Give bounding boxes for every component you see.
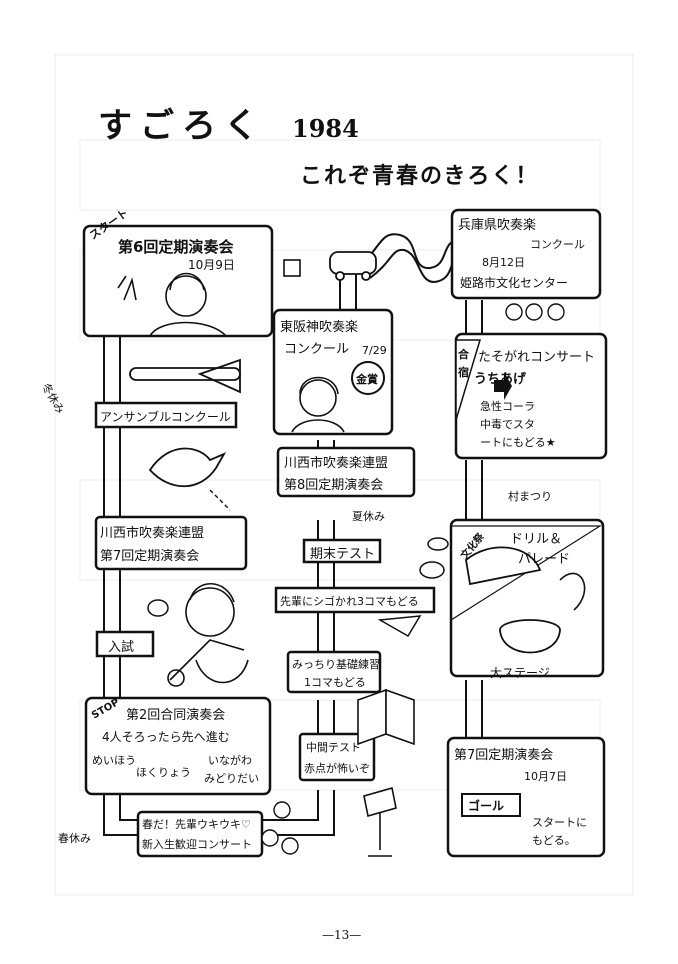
pie-drawing bbox=[377, 615, 422, 638]
timpani-drawing bbox=[499, 619, 561, 654]
concert6-title: 第6回定期演奏会 bbox=[118, 238, 234, 256]
spring-line2: 新入生歓迎コンサート bbox=[142, 838, 252, 851]
joint-concert-line1: 4人そろったら先へ進む bbox=[102, 730, 230, 744]
hanshin-title: 東阪神吹奏楽 bbox=[280, 320, 359, 335]
joint-concert-title: 第2回合同演奏会 bbox=[126, 708, 226, 723]
disc-drawing bbox=[419, 537, 449, 579]
kawanishi7-line2: 第7回定期演奏会 bbox=[100, 549, 200, 564]
practice-line1: みっちり基礎練習 bbox=[292, 658, 380, 671]
midterm-line2: 赤点が怖いぞ bbox=[304, 762, 370, 775]
practice-line2: 1コマもどる bbox=[304, 676, 366, 689]
uchiage-label: うちあげ bbox=[474, 372, 527, 387]
band-hat-drawing bbox=[465, 546, 542, 586]
final-exam-label: 期末テスト bbox=[310, 547, 376, 562]
bird-dash-line bbox=[209, 489, 231, 511]
joint-name-4: みどりだい bbox=[204, 772, 259, 785]
hyogo-date: 8月12日 bbox=[482, 256, 525, 269]
goal-label: ゴール bbox=[468, 799, 505, 813]
square-final-exam bbox=[302, 538, 382, 564]
senpai-label: 先輩にシゴかれ3コマもどる bbox=[280, 595, 419, 608]
book-drawing bbox=[357, 688, 415, 746]
flowers-drawing bbox=[261, 801, 299, 855]
year-label: 1984 bbox=[292, 114, 359, 143]
trees-drawing bbox=[505, 303, 565, 321]
conductor-drawing bbox=[117, 272, 227, 337]
hyogo-place: 姫路市文化センター bbox=[460, 276, 569, 290]
page-title: すごろく bbox=[98, 106, 266, 146]
camp-corner bbox=[455, 339, 482, 421]
midterm-line1: 中間テスト bbox=[306, 741, 361, 754]
hyogo-line1: 兵庫県吹奏楽 bbox=[458, 218, 537, 233]
concert7-date: 10月7日 bbox=[524, 770, 567, 783]
gold-prize-badge bbox=[351, 361, 385, 395]
gold-prize-label: 金賞 bbox=[356, 373, 378, 386]
big-stage-label: 大ステージ bbox=[490, 666, 550, 680]
hanshin-date: 7/29 bbox=[362, 344, 387, 357]
square-spring bbox=[136, 810, 264, 858]
goal-note-line2: もどる。 bbox=[532, 834, 576, 847]
twilight-concert: たそがれコンサート bbox=[478, 350, 596, 365]
joint-name-3: いながわ bbox=[208, 754, 252, 767]
square-ensemble bbox=[94, 401, 238, 429]
bus-drawing bbox=[329, 251, 377, 281]
village-festival-label: 村まつり bbox=[508, 490, 552, 503]
dice-drawing bbox=[283, 259, 301, 277]
goal-label-box bbox=[461, 793, 521, 817]
joint-name-1: めいほう bbox=[92, 754, 136, 767]
square-kawanishi8 bbox=[276, 446, 416, 498]
square-joint bbox=[84, 696, 272, 796]
spring-break-label: 春休み bbox=[58, 832, 91, 845]
kawanishi7-line1: 川西市吹奏楽連盟 bbox=[100, 526, 205, 541]
music-stand-drawing bbox=[363, 786, 397, 857]
student-drawing bbox=[291, 376, 345, 433]
uchiage-line2: 中毒でスタ bbox=[480, 418, 535, 431]
summer-break-label: 夏休み bbox=[352, 510, 385, 523]
square-hyogo bbox=[450, 208, 602, 300]
goal-note-line1: スタートに bbox=[532, 816, 587, 829]
drill-line1: ドリル＆ bbox=[510, 532, 563, 547]
cymbals-drawing bbox=[559, 572, 586, 611]
page-number: —13— bbox=[322, 928, 362, 942]
square-entrance bbox=[95, 630, 155, 658]
bird-drawing bbox=[148, 447, 227, 488]
trumpet-player-drawing bbox=[167, 583, 249, 687]
concert6-date: 10月9日 bbox=[188, 258, 235, 272]
uchiage-line3: ートにもどる★ bbox=[480, 436, 556, 449]
drill-line2: パレード bbox=[518, 552, 571, 567]
ensemble-label: アンサンブルコンクール bbox=[100, 410, 231, 424]
square-hanshin bbox=[272, 308, 394, 436]
concert7-title: 第7回定期演奏会 bbox=[454, 748, 554, 763]
joint-name-2: ほくりょう bbox=[136, 766, 191, 779]
entrance-exam-label: 入試 bbox=[108, 640, 135, 655]
hyogo-line2: コンクール bbox=[530, 238, 585, 251]
hanshin-sub: コンクール bbox=[284, 342, 350, 357]
page-subtitle: これぞ青春のきろく！ bbox=[300, 164, 540, 189]
trombone-drawing bbox=[129, 358, 241, 394]
spring-line1: 春だ！先輩ウキウキ♡ bbox=[142, 818, 251, 831]
square-start bbox=[82, 224, 274, 338]
square-midterm bbox=[298, 732, 376, 782]
down-arrow-icon bbox=[494, 372, 512, 400]
square-goal bbox=[446, 736, 606, 858]
camp-label: 合宿 bbox=[458, 348, 469, 379]
cup-drawing bbox=[147, 599, 169, 617]
uchiage-line1: 急性コーラ bbox=[480, 400, 535, 413]
kawanishi8-line2: 第8回定期演奏会 bbox=[284, 478, 384, 493]
kawanishi8-line1: 川西市吹奏楽連盟 bbox=[284, 456, 389, 471]
square-kawanishi7 bbox=[94, 515, 248, 571]
square-practice bbox=[286, 650, 382, 694]
square-senpai bbox=[274, 586, 436, 614]
